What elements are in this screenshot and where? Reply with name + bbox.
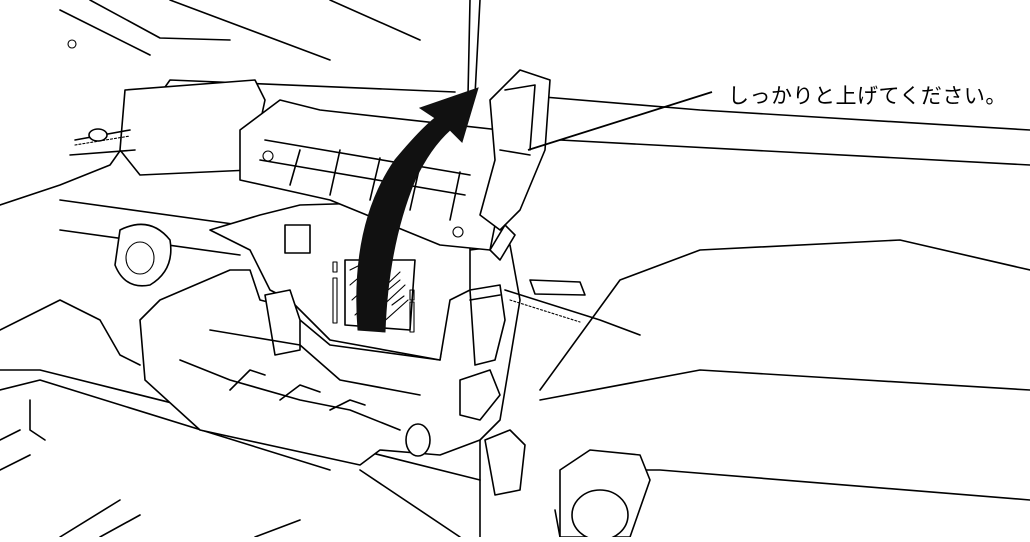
lift-arrow [356,87,479,333]
carriage-belt [59,79,266,287]
right-rail [405,279,651,541]
callout-leader-line [527,91,713,151]
paper-guide [467,0,481,96]
instruction-callout: しっかりと上げてください。 [728,84,1007,108]
